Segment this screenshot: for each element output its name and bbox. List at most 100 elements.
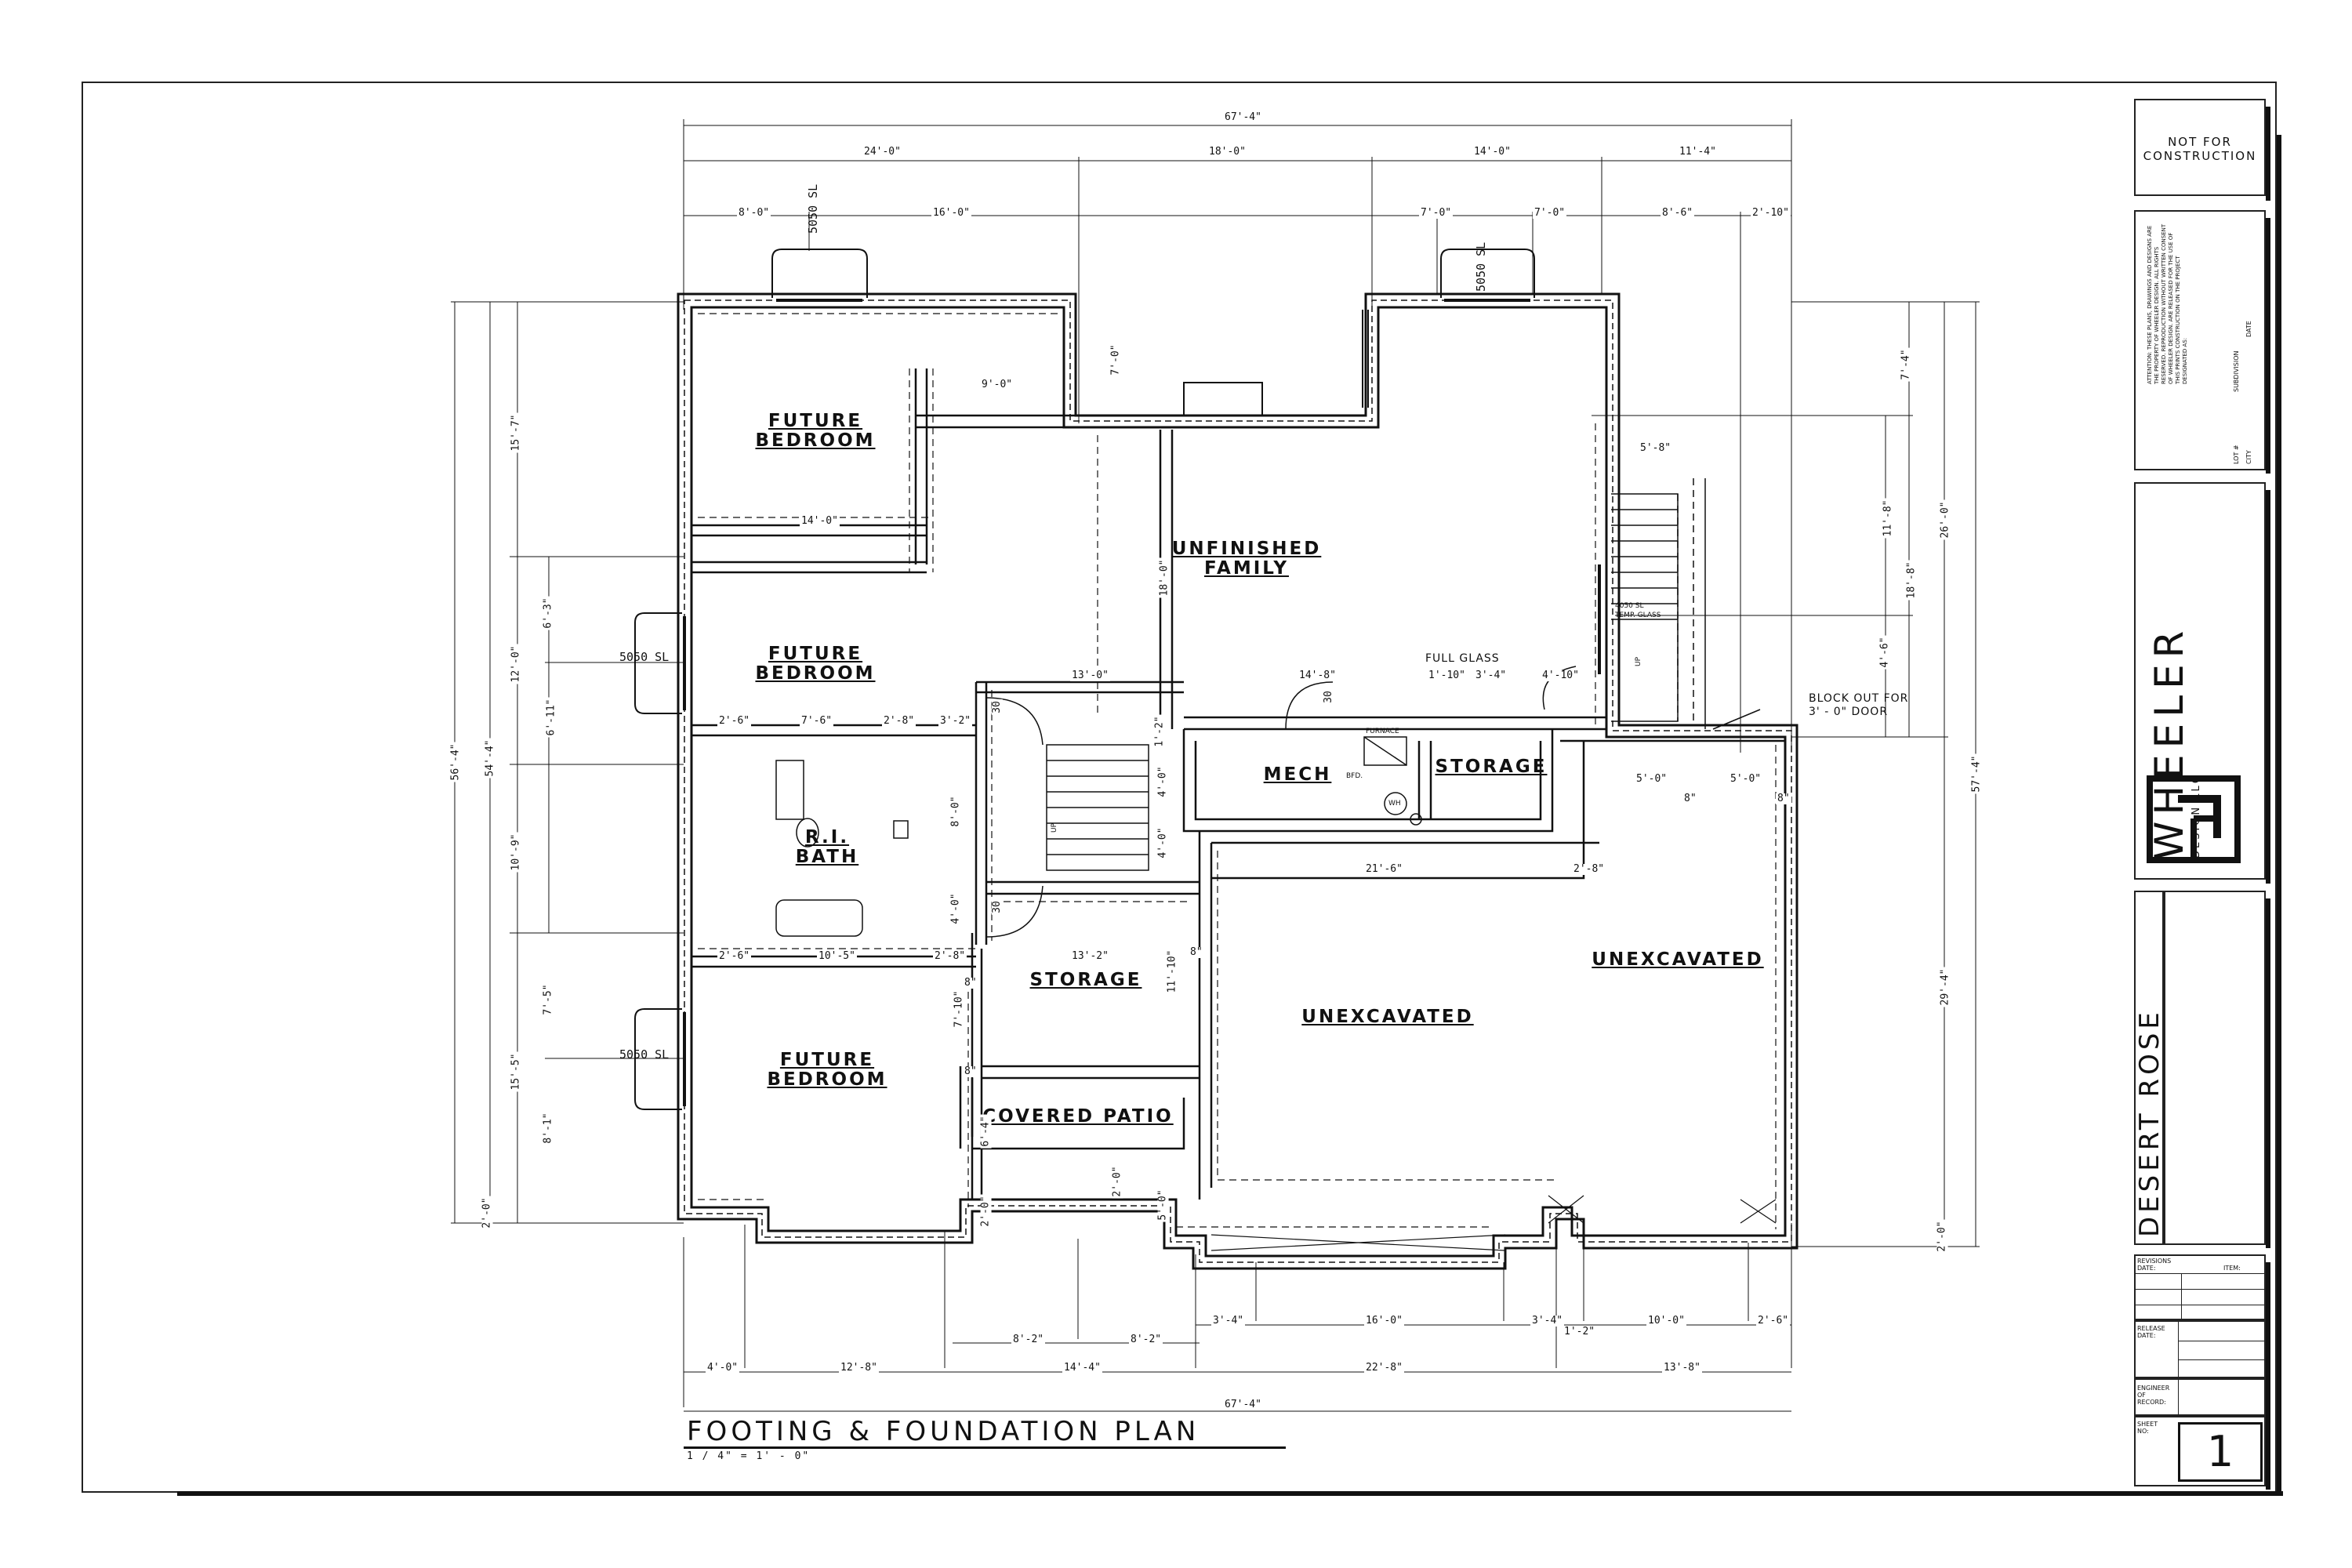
furnace-label: FURNACE [1366,728,1399,735]
dim-interior: 5'-0" [1156,1188,1169,1222]
area-unexcavated-1: UNEXCAVATED [1286,1007,1490,1027]
dim-interior: 13'-0" [1070,670,1110,681]
dim-top: 7'-0" [1419,207,1454,219]
dim-top: 8'-0" [737,207,771,219]
dim-left: 6'-11" [545,697,557,738]
dim-interior: 2'-8" [933,950,967,962]
dim-interior: 14'-0" [800,515,840,527]
room-label-line: BEDROOM [755,430,876,451]
dim-interior: 9'-0" [980,379,1014,390]
engineer-of-label: OF [2137,1392,2146,1399]
dim-left: 6'-3" [542,596,554,630]
engineer-label: ENGINEER [2137,1385,2170,1392]
dim-interior: 4'-10" [1541,670,1581,681]
note-bfd: BFD. [1346,772,1363,780]
dim-interior: 7'-10" [953,989,965,1029]
release-row-line [2178,1359,2266,1360]
room-label-line: BEDROOM [767,1069,887,1090]
room-label: COVERED PATIO [982,1106,1174,1127]
dim-interior: 8'-0" [949,794,962,829]
room-ri-bath: R.I. BATH [784,828,870,867]
interior-walls [691,368,1785,1200]
dim-left: 12'-0" [510,644,522,684]
dim-right: 7'-4" [1900,347,1912,382]
dim-interior: 7'-0" [1109,343,1122,377]
room-future-bedroom-1: FUTURE BEDROOM [753,412,878,451]
lot-label: LOT # [2233,445,2240,464]
dimension-lines [451,119,1980,1412]
room-label-line: FUTURE [779,1050,875,1070]
dim-interior: 4'-0" [1156,764,1169,799]
dim-right: 29'-4" [1939,967,1951,1007]
dim-interior: 8" [963,1065,978,1077]
dim-interior: 21'-6" [1364,863,1404,875]
project-name: DESERT ROSE [2134,1008,2165,1237]
wheeler-logo-icon [2147,775,2241,863]
dim-left: 2'-0" [481,1196,493,1230]
plan-title: FOOTING & FOUNDATION PLAN [687,1416,1200,1447]
dim-interior: 2'-8" [882,715,916,727]
city-label: CITY [2245,450,2252,464]
dim-top: 16'-0" [931,207,971,219]
water-heater-label: WH [1388,800,1401,808]
dim-interior: 4'-0" [1156,826,1169,860]
room-label-line: FUTURE [768,644,863,664]
brand-box: WHEELER DESIGN LLC [2134,482,2266,880]
sheet-label: SHEET [2137,1421,2158,1428]
dim-interior: 2'-0" [1111,1164,1123,1199]
dim-overall-top: 67'-4" [1223,111,1263,123]
engineer-box: ENGINEER OF RECORD: [2134,1378,2266,1416]
revision-row-line [2136,1289,2266,1290]
plan-title-underline [684,1446,1286,1449]
release-box: RELEASE DATE: [2134,1320,2266,1378]
dim-right: 26'-0" [1939,499,1951,540]
mechanical-equipment [1363,736,1422,826]
dim-left: 15'-7" [510,412,522,453]
dim-bottom: 13'-8" [1662,1362,1702,1374]
window-label: 5050 SL [806,183,820,234]
dim-interior: 11'-10" [1166,948,1178,995]
dim-bottom: 14'-4" [1062,1362,1102,1374]
note-block-out: BLOCK OUT FOR [1809,692,1909,705]
room-storage-upper: STORAGE [1428,757,1554,777]
revision-col-line [2181,1273,2182,1320]
project-blank-box [2164,891,2266,1245]
dim-bottom: 12'-8" [839,1362,879,1374]
stair-up-label: UP [1635,656,1642,666]
dim-bottom: 16'-0" [1364,1315,1404,1327]
stair-treads [1046,478,1706,871]
date-label: DATE [2245,321,2252,337]
dim-interior: 3'-4" [1474,670,1508,681]
plan-scale: 1 / 4" = 1' - 0" [687,1450,811,1462]
dim-left: 10'-9" [510,832,522,873]
engineer-record-label: RECORD: [2137,1399,2166,1406]
dim-interior: 4'-0" [949,891,962,926]
stair-up-label-2: UP [1051,822,1058,833]
dim-bottom: 10'-0" [1646,1315,1686,1327]
not-for-construction-box: NOT FOR CONSTRUCTION [2134,99,2266,196]
dim-interior: 10'-5" [817,950,857,962]
room-label: MECH [1263,764,1332,785]
construction-text: CONSTRUCTION [2143,149,2257,163]
room-label: UNEXCAVATED [1592,949,1764,970]
dim-top: 7'-0" [1533,207,1567,219]
dim-bottom: 4'-0" [706,1362,740,1374]
room-label-line: FUTURE [768,411,863,431]
dim-bottom: 8'-2" [1011,1334,1046,1345]
dim-interior: 2'-6" [717,715,752,727]
door-size-label: 30 [990,899,1003,915]
dim-interior: 6'-4" [979,1114,992,1149]
room-label-line: BATH [795,847,859,867]
sheet-no-label: NO: [2137,1428,2149,1435]
release-date-label: DATE: [2137,1332,2156,1339]
dim-interior: 8" [1682,793,1698,804]
room-future-bedroom-2: FUTURE BEDROOM [753,644,878,684]
door-swings [985,666,1761,938]
window-label: TEMP. GLASS [1615,612,1661,619]
dim-bottom: 3'-4" [1211,1315,1246,1327]
engineer-col-line [2178,1380,2179,1416]
room-label: STORAGE [1435,757,1548,777]
dim-interior: 8" [1776,793,1791,804]
dim-top: 14'-0" [1472,146,1512,158]
window-label: 5050 SL [619,1047,670,1062]
